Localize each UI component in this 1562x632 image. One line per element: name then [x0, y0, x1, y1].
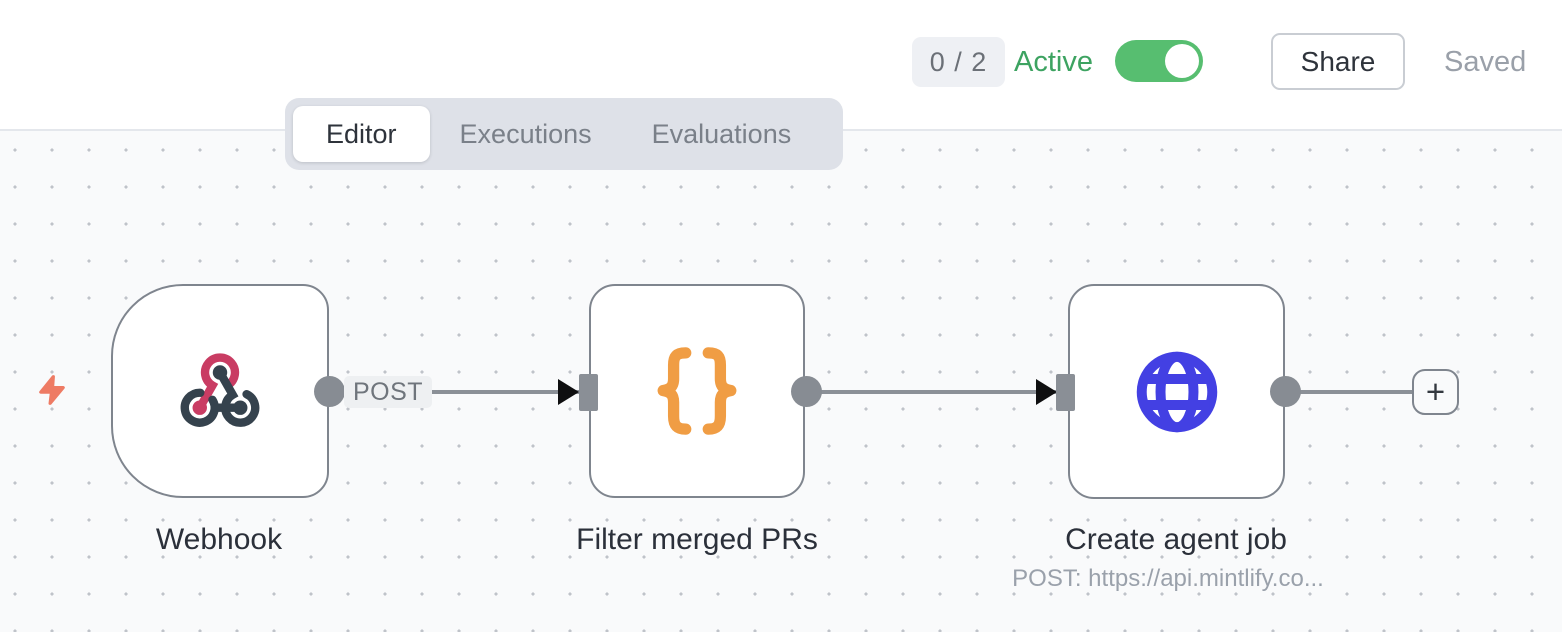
output-port-http[interactable] — [1270, 376, 1301, 407]
input-port-http[interactable] — [1056, 374, 1075, 411]
input-port-filter[interactable] — [579, 374, 598, 411]
node-label-http: Create agent job — [1065, 523, 1287, 556]
connection-http-to-add — [1286, 390, 1414, 394]
output-port-filter[interactable] — [791, 376, 822, 407]
connection-method-label: POST — [344, 376, 433, 408]
tab-executions[interactable]: Executions — [459, 119, 592, 149]
tab-editor[interactable]: Editor — [293, 106, 430, 162]
node-label-webhook: Webhook — [155, 523, 283, 556]
lightning-bolt-icon — [39, 375, 65, 405]
arrowhead-into-filter — [558, 379, 579, 405]
node-subtitle-http: POST: https://api.mintlify.co... — [1012, 565, 1324, 592]
view-tabs: Editor Executions Evaluations — [285, 98, 843, 170]
arrowhead-into-http — [1036, 379, 1057, 405]
node-label-filter: Filter merged PRs — [576, 523, 818, 556]
connection-webhook-to-filter — [330, 390, 579, 394]
save-status: Saved — [1444, 46, 1527, 78]
globe-icon — [1136, 351, 1217, 432]
toggle-knob — [1165, 44, 1199, 78]
node-filter-merged-prs[interactable] — [589, 284, 805, 498]
add-node-button[interactable]: + — [1412, 369, 1459, 415]
connection-filter-to-http — [807, 390, 1057, 394]
node-webhook[interactable] — [111, 284, 329, 498]
tab-evaluations[interactable]: Evaluations — [651, 119, 792, 149]
code-braces-icon — [657, 347, 737, 435]
webhook-icon — [180, 353, 260, 427]
share-button[interactable]: Share — [1271, 33, 1405, 90]
workflow-canvas[interactable]: POST + Webhook Filter merged PRs Create … — [0, 131, 1562, 632]
active-toggle[interactable] — [1115, 40, 1203, 82]
output-port-webhook[interactable] — [314, 376, 345, 407]
node-create-agent-job[interactable] — [1068, 284, 1285, 499]
active-label: Active — [1014, 46, 1093, 78]
execution-counter-badge: 0 / 2 — [912, 37, 1005, 87]
